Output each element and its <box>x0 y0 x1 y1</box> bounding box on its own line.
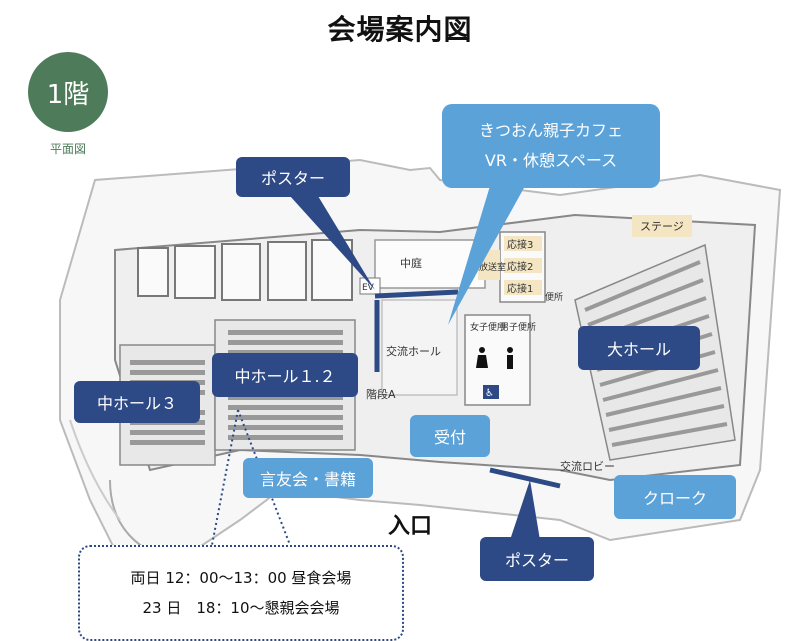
accessible-wc-symbol: ♿ <box>485 388 494 399</box>
stage-label: ステージ <box>640 220 684 233</box>
small-wc-label: 便所 <box>545 291 563 303</box>
poster-top-callout: ポスター <box>236 157 350 197</box>
courtyard-label: 中庭 <box>400 256 422 270</box>
page-title: 会場案内図 <box>327 13 473 46</box>
entrance-label: 入口 <box>388 514 433 539</box>
meal-schedule-note: 両日 12：00〜13：00 昼食会場 23 日 18：10〜懇親会会場 <box>78 545 404 641</box>
stage-tag <box>632 215 692 237</box>
books-callout: 言友会・書籍 <box>243 458 373 498</box>
stairs-a-label: 階段A <box>366 387 396 401</box>
women-wc-label: 女子便所 <box>470 321 506 333</box>
outer-path-2 <box>69 419 121 521</box>
cafe-line2: VR・休憩スペース <box>484 151 618 170</box>
note-line1: 両日 12：00〜13：00 昼食会場 <box>130 569 352 587</box>
poster-bottom-callout: ポスター <box>480 537 594 581</box>
exchange-hall-area <box>381 299 458 396</box>
broadcast-label: 放送室 <box>479 261 506 273</box>
cafe-pointer <box>448 186 525 325</box>
exchange-lobby-label: 交流ロビー <box>560 459 615 473</box>
mid-hall-12-callout: 中ホール１.２ <box>212 353 358 397</box>
upper-left-rooms <box>137 239 353 301</box>
meeting3-label: 応接3 <box>507 238 533 251</box>
large-hall-callout: 大ホール <box>578 326 700 370</box>
accessible-wc-icon <box>483 385 499 399</box>
meeting2-label: 応接2 <box>507 260 533 273</box>
poster-location-lines <box>374 289 561 489</box>
cafe-callout: きつおん親子カフェ VR・休憩スペース <box>442 104 660 188</box>
men-icon <box>507 347 513 369</box>
floor-badge: 1階 <box>28 52 108 132</box>
note-pointer-right <box>237 409 291 546</box>
cafe-line1: きつおん親子カフェ <box>478 121 623 140</box>
women-icon <box>476 347 488 368</box>
poster-top-pointer <box>290 196 375 290</box>
cloak-callout: クローク <box>614 475 736 519</box>
floor-sublabel: 平面図 <box>49 142 86 156</box>
exchange-hall-label: 交流ホール <box>386 344 441 358</box>
meeting1-label: 応接1 <box>507 282 533 295</box>
note-line2: 23 日 18：10〜懇親会会場 <box>142 599 340 617</box>
poster-bottom-pointer <box>510 480 540 540</box>
mid-hall-3-callout: 中ホール３ <box>74 381 200 423</box>
ev-label: EV <box>362 283 375 293</box>
men-wc-label: 男子便所 <box>500 321 536 333</box>
reception-callout: 受付 <box>410 415 490 457</box>
